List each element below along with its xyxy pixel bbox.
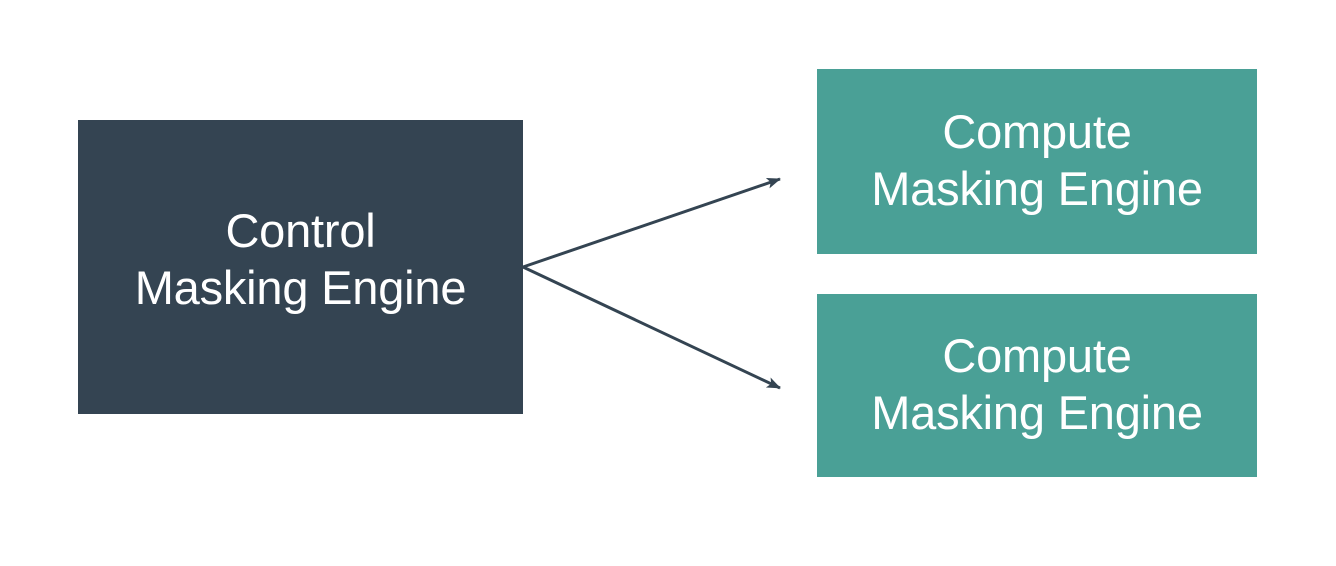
node-compute-masking-engine-1[interactable]: Compute Masking Engine (817, 69, 1257, 254)
node-compute-1-line-1: Compute (942, 104, 1132, 158)
arrow-control-to-compute-1 (522, 177, 781, 269)
node-control-line-1: Control (225, 204, 376, 257)
node-control-line-2: Masking Engine (134, 261, 467, 314)
node-control-masking-engine[interactable]: Control Masking Engine (78, 120, 523, 414)
node-compute-2-line-1: Compute (942, 328, 1132, 382)
node-compute-2-line-2: Masking Engine (871, 385, 1203, 439)
node-compute-masking-engine-2[interactable]: Compute Masking Engine (817, 294, 1257, 477)
arrow-control-to-compute-2 (522, 265, 781, 390)
node-compute-1-line-2: Masking Engine (871, 161, 1203, 215)
